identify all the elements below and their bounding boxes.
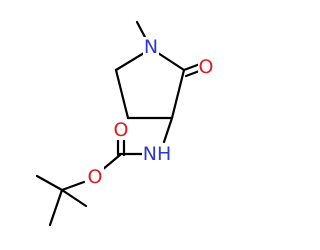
bond-ccarb-oester — [100, 153, 122, 172]
atom-n-ring: N — [144, 36, 158, 58]
atom-nh: NH — [143, 143, 172, 165]
bond-cq-me1 — [35, 174, 64, 192]
atom-o-ester: O — [88, 166, 103, 188]
chemical-structure: N O O O NH — [35, 20, 215, 227]
atom-o-carbonyl: O — [114, 119, 129, 141]
bond-c3-nh — [162, 116, 174, 144]
bond-c5-c4 — [114, 68, 130, 120]
bond-n-c5 — [114, 51, 146, 72]
bond-cq-me3 — [48, 188, 64, 227]
atom-o-ring-carbonyl: O — [199, 56, 214, 78]
atoms: N O O O NH — [87, 36, 215, 188]
bond-oester-cq — [60, 180, 86, 192]
bond-c2-o-a — [182, 62, 202, 72]
bond-cq-me2 — [60, 188, 88, 208]
bonds — [35, 20, 204, 227]
bond-c3-c2 — [170, 68, 186, 120]
bond-c2-n — [156, 51, 186, 72]
